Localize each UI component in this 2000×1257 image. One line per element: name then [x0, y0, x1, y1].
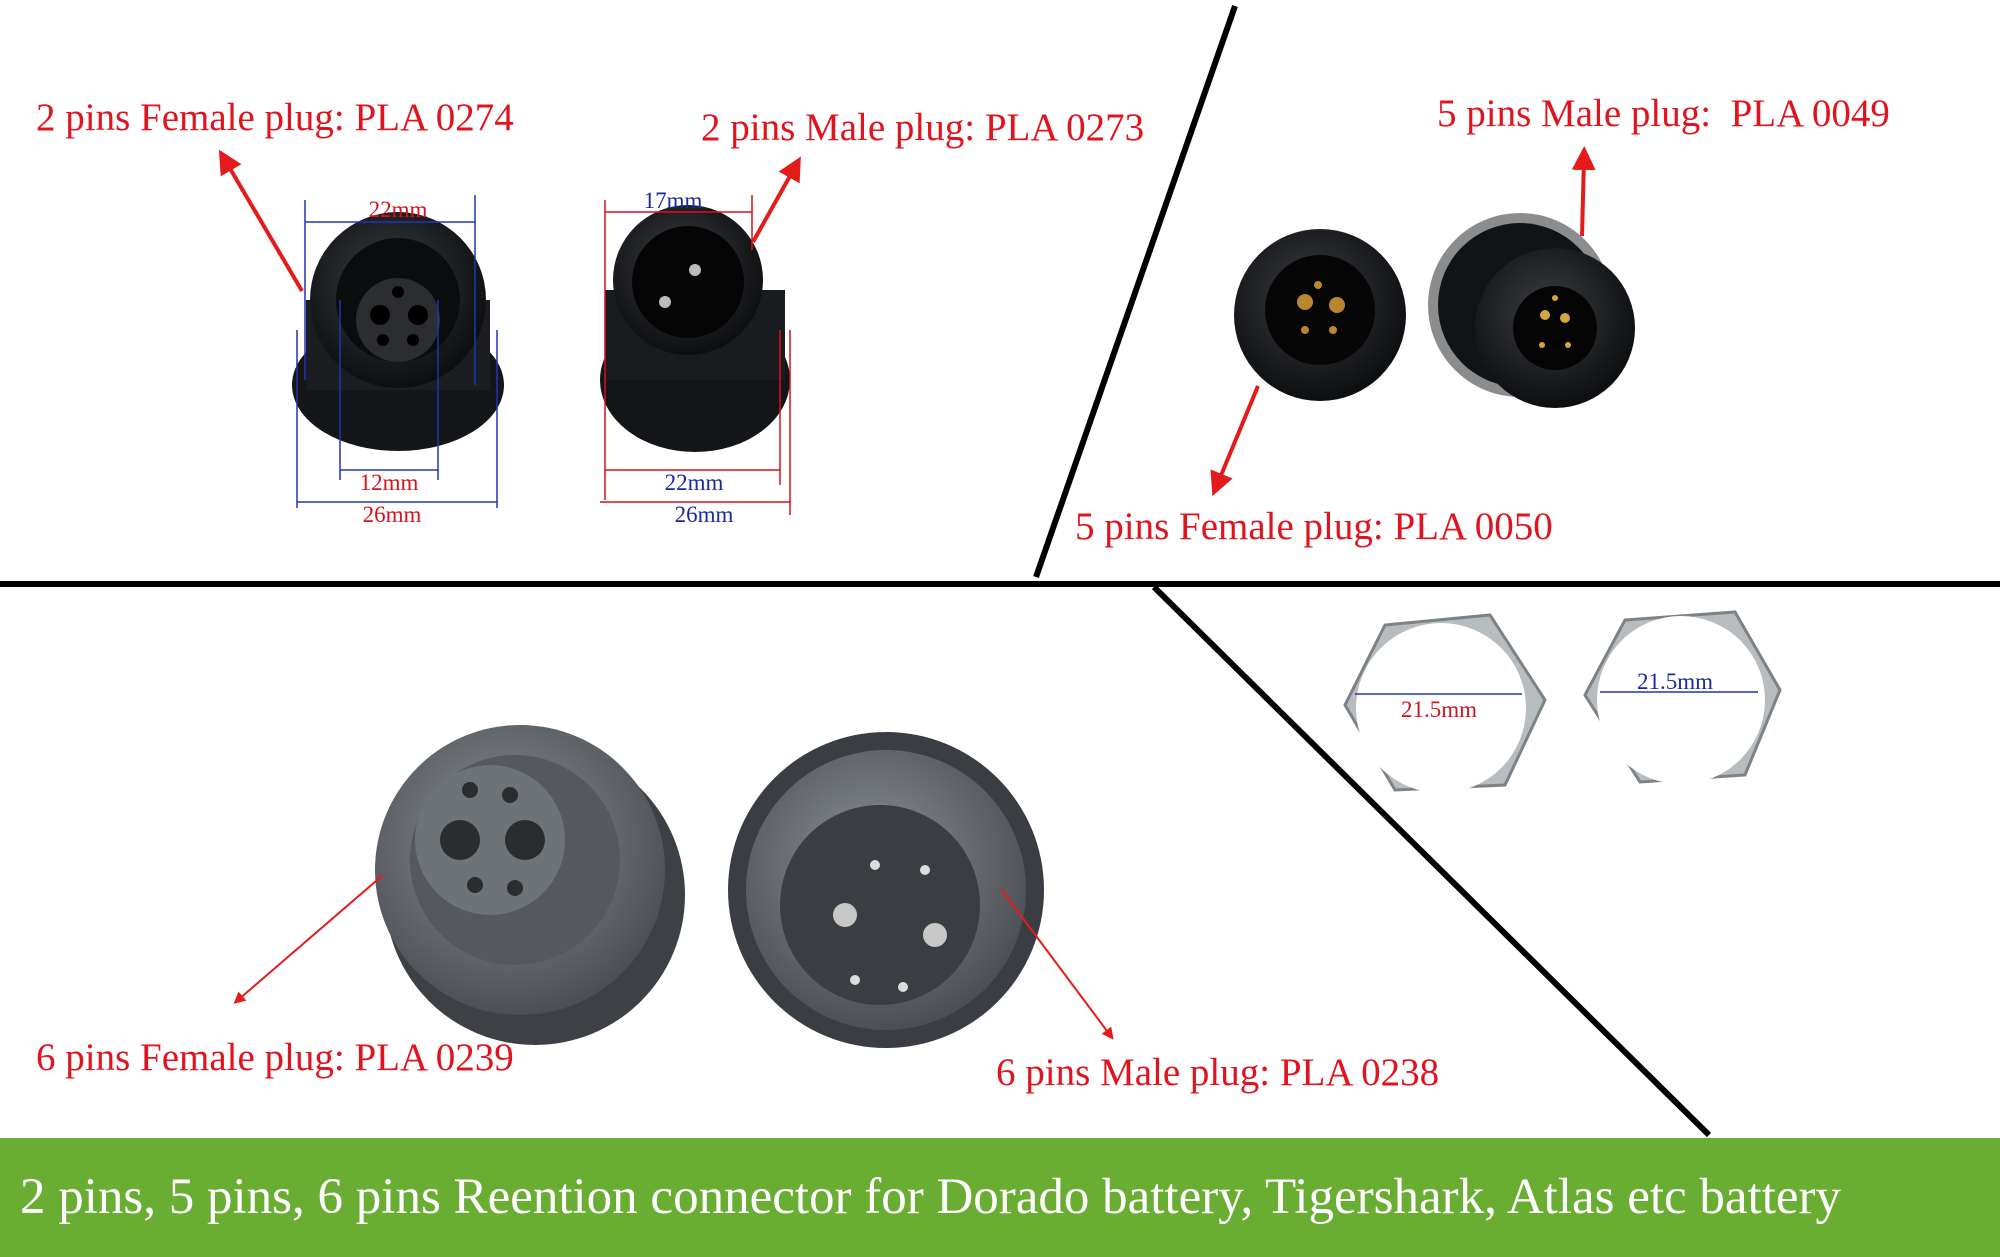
label-6pin-male: 6 pins Male plug: PLA 0238 — [996, 1051, 1440, 1094]
label-5pin-male: 5 pins Male plug: PLA 0049 — [1437, 92, 1890, 135]
dim-2pin-female-inner: 12mm — [359, 470, 419, 495]
two-pin-male-dimension-lines — [600, 195, 791, 515]
two-pin-female-connector — [292, 212, 504, 451]
six-pin-male-connector — [728, 732, 1044, 1048]
dim-2pin-male-inner: 22mm — [664, 470, 724, 495]
six-pin-female-connector — [375, 725, 685, 1045]
label-5pin-female: 5 pins Female plug: PLA 0050 — [1075, 505, 1553, 548]
label-6pin-female: 6 pins Female plug: PLA 0239 — [36, 1036, 514, 1079]
dim-nut-right: 21.5mm — [1636, 669, 1714, 694]
label-2pin-male: 2 pins Male plug: PLA 0273 — [701, 106, 1145, 149]
dim-2pin-female-top: 22mm — [368, 197, 428, 222]
dim-nut-left: 21.5mm — [1400, 697, 1478, 722]
dim-2pin-male-top: 17mm — [643, 188, 703, 213]
two-pin-male-connector — [600, 205, 790, 452]
divider-lines — [0, 5, 2000, 1138]
five-pin-female-connector — [1234, 229, 1406, 401]
caption-text: 2 pins, 5 pins, 6 pins Reention connecto… — [20, 1169, 1842, 1225]
caption-banner: 2 pins, 5 pins, 6 pins Reention connecto… — [0, 1138, 2000, 1257]
dim-2pin-female-bottom: 26mm — [362, 502, 422, 527]
two-pin-female-dimension-lines — [296, 195, 498, 508]
dim-2pin-male-bottom: 26mm — [674, 502, 734, 527]
label-2pin-female: 2 pins Female plug: PLA 0274 — [36, 96, 514, 139]
five-pin-male-connector — [1428, 213, 1635, 408]
hex-nut-left — [1343, 613, 1547, 793]
nut-dimension-lines — [1355, 691, 1758, 695]
hex-nut-right — [1583, 610, 1782, 784]
callout-arrows — [218, 146, 1596, 1040]
